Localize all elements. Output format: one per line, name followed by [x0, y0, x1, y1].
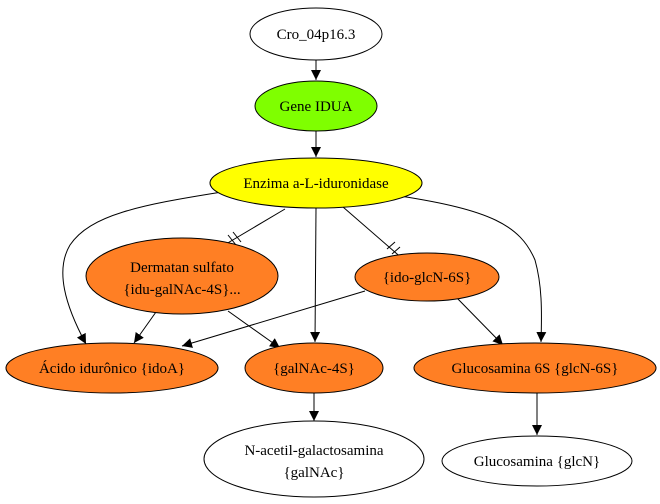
node-nacetil-label-2: {galNAc} [283, 465, 344, 481]
node-enzyme-label: Enzima a-L-iduronidase [243, 176, 389, 192]
node-glucosamina6s-label: Glucosamina 6S {glcN-6S} [452, 361, 619, 377]
edge-dermatan-to-galnac4s [227, 310, 281, 349]
node-nacetil: N-acetil-galactosamina {galNAc} [203, 420, 425, 498]
node-dermatan: Dermatan sulfato {idu-galNAc-4S}... [85, 237, 279, 315]
edge-idoglcn-to-acido [181, 290, 366, 348]
node-galnac4s-label: {galNAc-4S} [273, 361, 355, 377]
node-idoglcn-label: {ido-glcN-6S} [383, 270, 472, 286]
node-acido-label: Ácido idurônico {idoA} [39, 360, 185, 377]
node-dermatan-shape [85, 237, 279, 315]
node-galnac4s: {galNAc-4S} [244, 342, 384, 394]
edge-enzyme-to-galnac4s [310, 207, 321, 343]
node-glucosamina: Glucosamina {glcN} [441, 435, 633, 487]
edge-idoglcn-to-glucosamina6s [455, 296, 504, 346]
node-galnac4s-shape [244, 342, 384, 394]
inhibit-mark-dermatan [227, 231, 242, 246]
node-gene: Gene IDUA [254, 80, 378, 132]
node-idoglcn: {ido-glcN-6S} [354, 252, 500, 302]
node-idoglcn-shape [354, 252, 500, 302]
node-glucosamina6s-shape [413, 342, 657, 394]
node-cro: Cro_04p16.3 [249, 7, 383, 61]
node-glucosamina-label: Glucosamina {glcN} [474, 454, 600, 470]
node-nacetil-label-1: N-acetil-galactosamina [244, 443, 383, 459]
node-cro-shape [249, 7, 383, 61]
node-enzyme-shape [209, 157, 423, 209]
node-cro-label: Cro_04p16.3 [277, 27, 356, 43]
edge-enzyme-to-glucosamina6s [399, 195, 547, 343]
node-dermatan-label-2: {idu-galNAc-4S}... [123, 282, 240, 298]
edge-enzyme-to-idoglcn-inhibit [342, 206, 405, 261]
node-gene-label: Gene IDUA [280, 99, 353, 115]
node-glucosamina6s: Glucosamina 6S {glcN-6S} [413, 342, 657, 394]
edge-dermatan-to-acido [133, 311, 157, 344]
edge-enzyme-to-acido [62, 191, 223, 345]
node-acido-shape [5, 342, 219, 394]
node-nacetil-shape [203, 420, 425, 498]
node-gene-shape [254, 80, 378, 132]
edges [62, 60, 547, 435]
node-acido: Ácido idurônico {idoA} [5, 342, 219, 394]
inhibit-mark-idoglcn [386, 241, 401, 255]
node-dermatan-label-1: Dermatan sulfato [130, 260, 234, 276]
edge-enzyme-to-dermatan-inhibit [225, 208, 286, 245]
node-glucosamina-shape [441, 435, 633, 487]
node-enzyme: Enzima a-L-iduronidase [209, 157, 423, 209]
